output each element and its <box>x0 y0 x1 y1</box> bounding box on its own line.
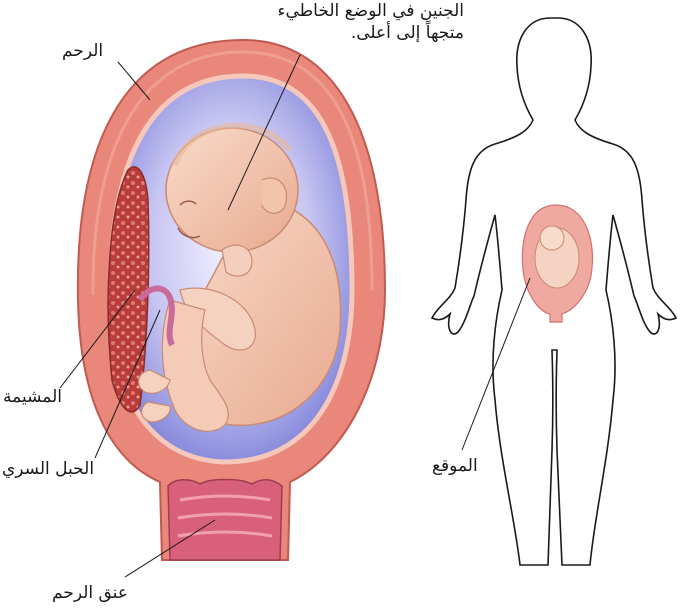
fetus-position-label-line2: متجهاً إلى أعلى. <box>214 22 464 44</box>
location-label: الموقع <box>432 455 478 477</box>
fetus-position-label-line1: الجنين في الوضع الخاطيء <box>214 0 464 22</box>
uterus-diagram <box>60 40 385 577</box>
fetus-position-label: الجنين في الوضع الخاطيء متجهاً إلى أعلى. <box>214 0 464 44</box>
cervix-label: عنق الرحم <box>52 582 128 604</box>
cervix <box>168 480 282 561</box>
uterus-label: الرحم <box>62 40 103 62</box>
placenta-label: المشيمة <box>3 386 62 408</box>
umbilical-cord-label: الحبل السري <box>2 458 94 480</box>
body-silhouette <box>432 18 676 565</box>
location-leader-line <box>462 278 530 450</box>
